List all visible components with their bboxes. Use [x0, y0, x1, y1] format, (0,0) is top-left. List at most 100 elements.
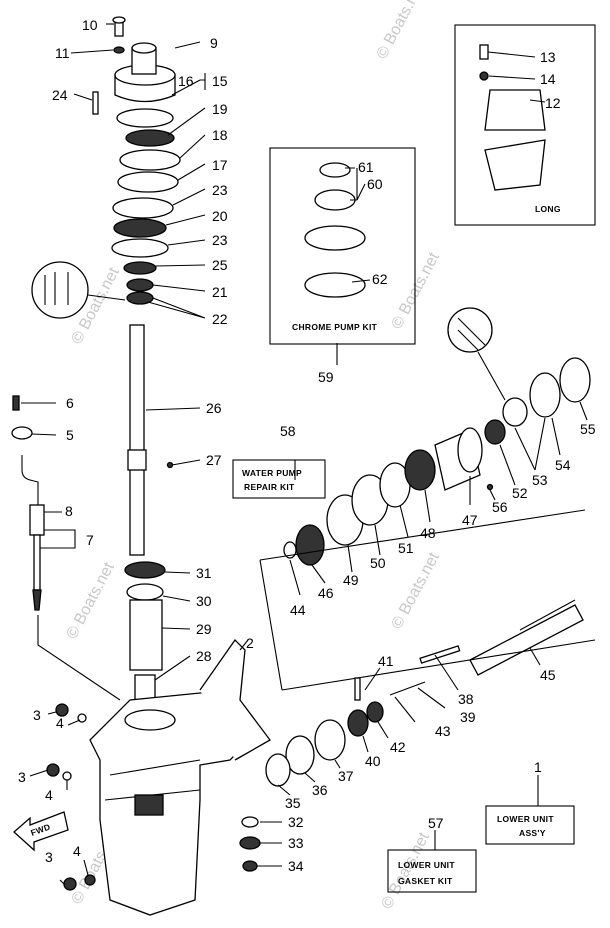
callout-4b: 4 — [45, 787, 53, 803]
gasket-23 — [112, 197, 174, 219]
callout-14: 14 — [540, 71, 556, 87]
callout-10: 10 — [82, 17, 98, 33]
washer-4b — [62, 771, 72, 781]
impeller-19 — [125, 129, 175, 147]
shift-components — [265, 645, 461, 787]
shim-35 — [265, 753, 291, 787]
callout-50: 50 — [370, 555, 386, 571]
prop-shaft-gears — [283, 307, 591, 566]
seal-21 — [126, 278, 154, 292]
gasket-kit-label-1: LOWER UNIT — [398, 860, 455, 870]
extension-12 — [484, 89, 546, 131]
bolt-3b — [46, 763, 60, 777]
callout-59: 59 — [318, 369, 334, 385]
callout-51: 51 — [398, 540, 414, 556]
callout-43: 43 — [435, 723, 451, 739]
watermark: © Boats.net — [389, 549, 444, 631]
callout-30: 30 — [196, 593, 212, 609]
callout-21: 21 — [212, 284, 228, 300]
gear-37 — [314, 719, 346, 761]
watermark: © Boats.net — [389, 249, 444, 331]
plate-20 — [113, 218, 167, 238]
callout-56: 56 — [492, 499, 508, 515]
impeller-60 — [314, 189, 356, 211]
drain-plugs — [239, 816, 261, 872]
washer-4c — [84, 874, 96, 886]
gasket-23b — [111, 238, 169, 258]
plate-17 — [117, 171, 179, 193]
washer-54 — [529, 372, 561, 418]
callout-8: 8 — [65, 503, 73, 519]
callout-33: 33 — [288, 835, 304, 851]
callout-36: 36 — [312, 782, 328, 798]
callout-55: 55 — [580, 421, 596, 437]
chrome-pump-kit-inset: CHROME PUMP KIT — [269, 147, 416, 345]
water-pump-repair-kit-box: WATER PUMP REPAIR KIT — [232, 459, 326, 499]
seal-31 — [124, 561, 166, 579]
shift-rod-7 — [33, 534, 41, 591]
callout-47: 47 — [462, 512, 478, 528]
callout-3b: 3 — [18, 769, 26, 785]
callout-46: 46 — [318, 585, 334, 601]
lower-unit-label-2: ASS'Y — [519, 828, 546, 838]
shift-rod-assembly — [11, 395, 121, 701]
casing-bolts — [46, 703, 96, 891]
callout-39: 39 — [460, 709, 476, 725]
seal-53 — [502, 397, 528, 427]
water-pump-label-1: WATER PUMP — [242, 468, 302, 478]
callout-32: 32 — [288, 814, 304, 830]
callout-23b: 23 — [212, 232, 228, 248]
clutch-40 — [347, 709, 369, 737]
callout-27: 27 — [206, 452, 222, 468]
lower-unit-label-1: LOWER UNIT — [497, 814, 554, 824]
callout-18: 18 — [212, 127, 228, 143]
washer-11 — [113, 46, 125, 54]
callout-52: 52 — [512, 485, 528, 501]
callout-29: 29 — [196, 621, 212, 637]
callout-62: 62 — [372, 271, 388, 287]
callout-38: 38 — [458, 691, 474, 707]
plate-61 — [319, 162, 351, 178]
bushing-30 — [126, 583, 164, 601]
callout-4: 4 — [56, 715, 64, 731]
callout-44: 44 — [290, 602, 306, 618]
callout-23: 23 — [212, 182, 228, 198]
plate-16 — [116, 108, 174, 128]
lower-unit-gasket-kit-box: LOWER UNIT GASKET KIT — [387, 849, 477, 893]
callout-35: 35 — [285, 795, 301, 811]
seal-detail-inset — [31, 261, 89, 319]
plate-62 — [304, 272, 366, 298]
callout-16: 16 — [178, 73, 194, 89]
callout-60: 60 — [367, 176, 383, 192]
callout-24: 24 — [52, 87, 68, 103]
drive-shaft-26 — [127, 324, 174, 556]
bolt-3 — [55, 703, 69, 717]
watermark: © Boats.net — [379, 829, 434, 911]
callout-48: 48 — [420, 525, 436, 541]
clutch-42 — [366, 701, 384, 723]
seal-52 — [484, 419, 506, 445]
gear-46 — [295, 524, 325, 566]
callout-17: 17 — [212, 157, 228, 173]
callout-49: 49 — [343, 572, 359, 588]
callout-13: 13 — [540, 49, 556, 65]
callout-22: 22 — [212, 311, 228, 327]
callout-6: 6 — [66, 395, 74, 411]
bearing-48 — [404, 449, 436, 491]
tube-29 — [129, 599, 163, 671]
prop-shaft-45 — [259, 509, 596, 691]
watermark: © Boats.net — [374, 0, 429, 62]
pin-24 — [92, 91, 99, 115]
callout-12: 12 — [545, 95, 561, 111]
water-pump-label-2: REPAIR KIT — [244, 482, 295, 492]
callout-54: 54 — [555, 457, 571, 473]
o-ring-56 — [486, 483, 494, 491]
callout-15: 15 — [212, 73, 228, 89]
fwd-arrow: FWD — [13, 811, 69, 852]
callout-3c: 3 — [45, 849, 53, 865]
callout-53: 53 — [532, 472, 548, 488]
spacer-55 — [559, 357, 591, 403]
pin-39 — [389, 681, 426, 696]
chrome-pump-kit-label: CHROME PUMP KIT — [292, 322, 378, 332]
key-27 — [166, 461, 174, 469]
